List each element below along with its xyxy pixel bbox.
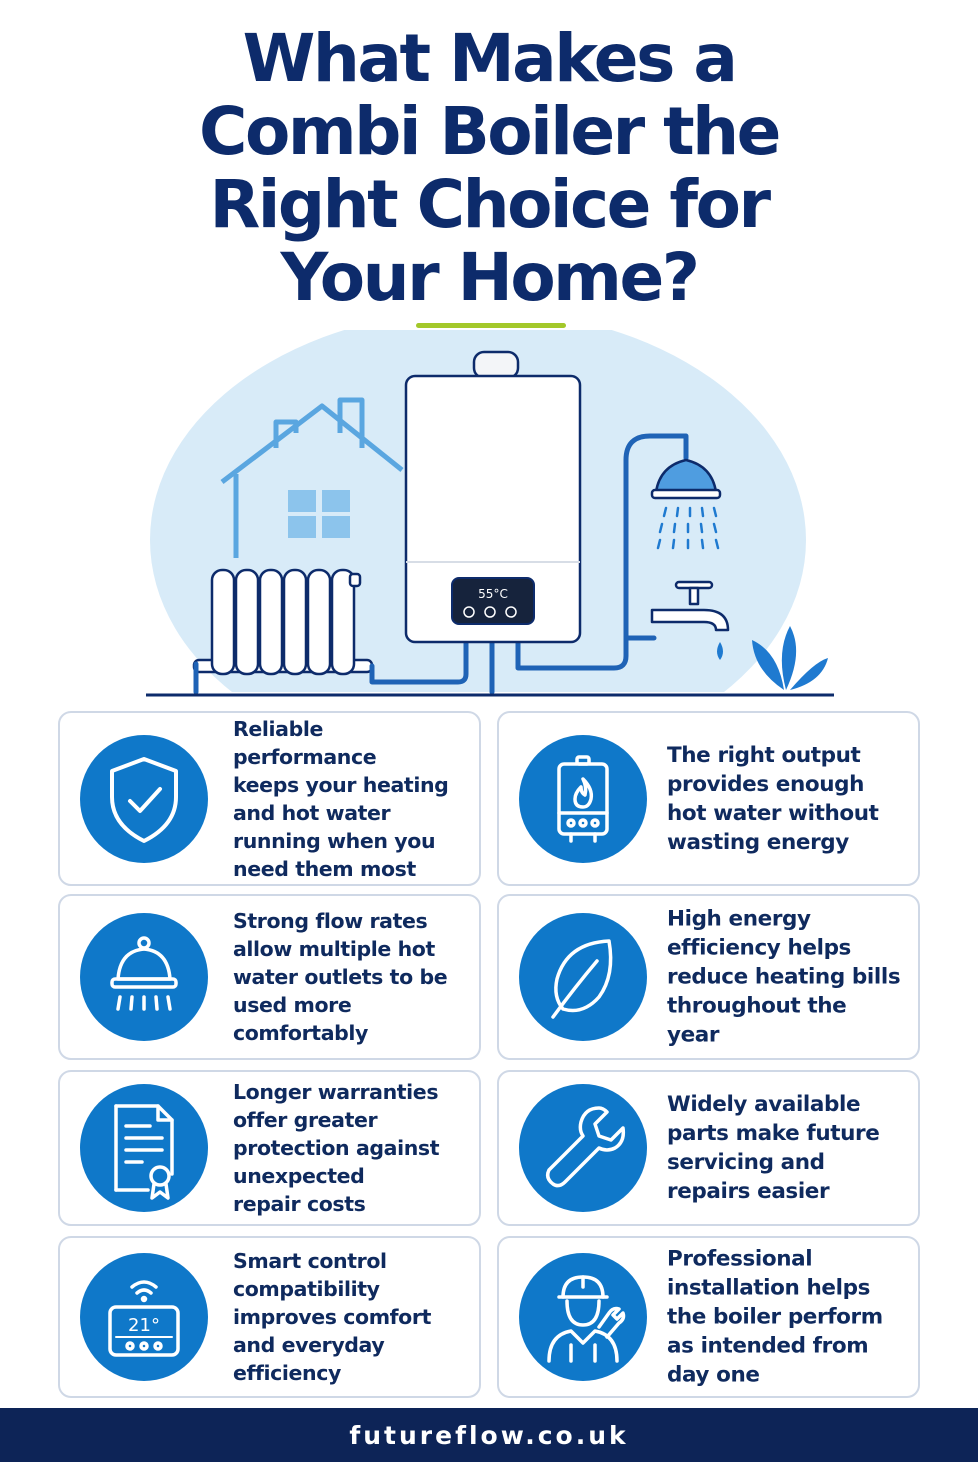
benefit-text: Professional installation helps the boil…	[667, 1246, 883, 1388]
benefit-card-available-parts: Widely available parts make future servi…	[497, 1070, 920, 1226]
benefit-card-smart-control: 21° Smart control compatibility improves…	[58, 1236, 481, 1398]
shower-water-drops	[656, 506, 720, 550]
water-tap-icon	[650, 580, 730, 632]
benefit-card-warranties: Longer warranties offer greater protecti…	[58, 1070, 481, 1226]
benefit-text: The right output provides enough hot wat…	[667, 742, 879, 855]
combi-boiler-illustration: 55°C	[100, 330, 860, 710]
title-line-3: Right Choice for	[209, 166, 771, 243]
benefit-text: Smart control compatibility improves com…	[233, 1249, 431, 1385]
footer-bar: futureflow.co.uk	[0, 1408, 978, 1462]
tap-water-drop	[717, 642, 723, 660]
thermostat-reading: 21°	[128, 1315, 160, 1336]
pipework	[193, 433, 689, 695]
radiator-icon	[192, 568, 374, 676]
plant-icon	[752, 626, 828, 690]
boiler-flame-icon	[557, 754, 609, 843]
benefit-card-professional-installation: Professional installation helps the boil…	[497, 1236, 920, 1398]
benefit-text: Longer warranties offer greater protecti…	[233, 1080, 440, 1216]
benefit-text: High energy efficiency helps reduce heat…	[667, 906, 901, 1048]
minus-button-icon	[463, 606, 475, 618]
house-window	[288, 490, 350, 538]
boiler-unit: 55°C	[404, 350, 582, 644]
benefit-card-reliable-performance: Reliable performance keeps your heating …	[58, 711, 481, 886]
benefit-text: Reliable performance keeps your heating …	[233, 716, 449, 881]
smart-thermostat-icon: 21°	[108, 1280, 180, 1357]
wrench-icon	[545, 1106, 626, 1188]
plus-button-icon	[505, 606, 517, 618]
benefit-text: Widely available parts make future servi…	[667, 1092, 880, 1204]
house-outline-icon	[220, 397, 404, 558]
wifi-icon	[130, 1280, 158, 1289]
boiler-display-temperature: 55°C	[478, 587, 508, 601]
benefit-card-right-output: The right output provides enough hot wat…	[497, 711, 920, 886]
shower-head-icon	[650, 458, 722, 500]
benefit-card-energy-efficiency: High energy efficiency helps reduce heat…	[497, 894, 920, 1060]
footer-website-link[interactable]: futureflow.co.uk	[349, 1420, 629, 1450]
benefit-card-flow-rates: Strong flow rates allow multiple hot wat…	[58, 894, 481, 1060]
leaf-icon	[551, 939, 613, 1019]
shower-head-icon	[110, 936, 178, 1011]
title-line-1: What Makes a	[242, 20, 738, 97]
power-button-icon	[484, 606, 496, 618]
title-accent-bar	[416, 323, 566, 328]
warranty-certificate-icon	[114, 1104, 174, 1200]
title-line-4: Your Home?	[280, 239, 701, 316]
title-line-2: Combi Boiler the	[199, 93, 781, 170]
engineer-icon	[547, 1275, 626, 1363]
page-title: What Makes a Combi Boiler the Right Choi…	[0, 22, 978, 314]
benefit-text: Strong flow rates allow multiple hot wat…	[233, 909, 448, 1045]
shield-check-icon	[110, 756, 178, 843]
